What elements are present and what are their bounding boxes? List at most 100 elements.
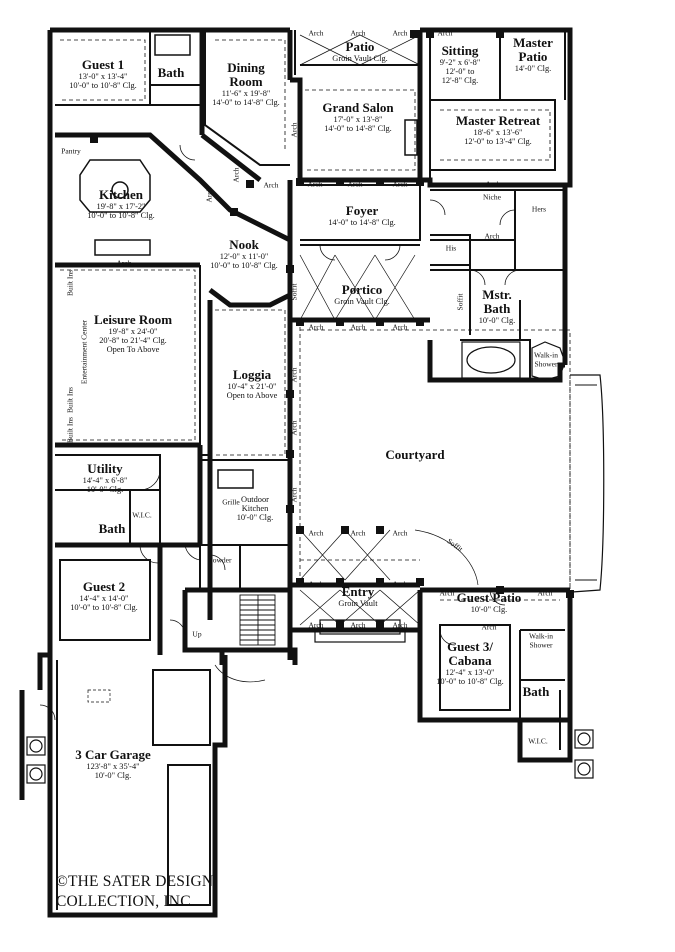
room-dining-name2: Room [229,74,263,90]
label-arch-vertical: Arch [289,122,299,138]
entry-steps [314,619,406,643]
room-nook-clg: 10'-0" to 10'-8" Clg. [210,261,278,271]
ac-units [26,729,594,784]
label-arch: Arch [350,322,366,332]
label-soffit: Soffit [289,283,299,301]
room-patio-note: Groin Vault Clg. [332,54,388,64]
label-arch: Arch [308,28,324,38]
room-foyer: Foyer 14'-0" to 14'-8" Clg. [328,203,396,228]
room-outdoor-kitchen-clg: 10'-0" Clg. [236,513,274,523]
room-dining: Dining Room 11'-6" x 19'-8" 14'-0" to 14… [212,60,280,108]
room-foyer-name: Foyer [345,203,379,218]
room-garage: 3 Car Garage 123'-8" x 35'-4" 10'-0" Clg… [75,747,151,780]
room-grand-salon-clg: 14'-0" to 14'-8" Clg. [324,124,392,134]
garage-storage [87,689,111,703]
label-hers: Hers [531,204,547,214]
label-arch: Arch [485,179,501,189]
copyright-line1: ©THE SATER DESIGN [56,873,214,890]
room-guest3-dim: 12'-4" x 13'-0" [445,668,495,678]
room-bath-mid-name: Bath [98,521,126,536]
room-loggia-name: Loggia [232,367,272,382]
room-entry-name: Entry [341,584,375,599]
room-leisure-note: Open To Above [106,345,160,355]
room-dining-clg: 14'-0" to 14'-8" Clg. [212,98,280,108]
copyright: ©THE SATER DESIGN COLLECTION, INC. [56,872,213,912]
room-guest-patio-name: Guest Patio [456,590,522,605]
room-grand-salon: Grand Salon 17'-0" x 13'-8" 14'-0" to 14… [322,100,394,134]
room-master-retreat-clg: 12'-0" to 13'-4" Clg. [464,137,532,147]
room-guest1-clg: 10'-0" to 10'-8" Clg. [69,81,137,91]
room-portico-note: Groin Vault Clg. [334,297,390,307]
room-master-retreat: Master Retreat 18'-6" x 13'-6" 12'-0" to… [455,113,541,147]
room-kitchen-dim: 19'-8" x 17'-2" [96,202,146,212]
room-guest2-name: Guest 2 [82,579,126,594]
room-sitting-clg: 12'-0" to [445,67,475,77]
room-utility: Utility 14'-4" x 6'-8" 10'-0" Clg. [83,461,128,494]
room-guest3: Guest 3/ Cabana 12'-4" x 13'-0" 10'-0" t… [436,639,504,686]
label-wic-mid: W.I.C. [132,510,152,520]
room-bath-guest1-name: Bath [157,65,185,80]
room-sitting-name: Sitting [441,43,479,58]
label-arch-vertical: Arch [204,187,214,203]
label-arch: Arch [481,622,497,632]
label-arch: Arch [350,620,366,630]
copyright-line2: COLLECTION, INC. [56,893,195,911]
room-master-retreat-dim: 18'-6" x 13'-6" [473,128,523,138]
room-guest1: Guest 1 13'-0" x 13'-4" 10'-0" to 10'-8"… [69,57,137,91]
room-leisure-dim: 19'-8" x 24'-0" [108,327,158,337]
room-kitchen-clg: 10'-0" to 10'-8" Clg. [87,211,155,221]
room-outdoor-kitchen-name: Outdoor [241,495,269,504]
room-sitting-clg2: 12'-8" Clg. [441,76,479,86]
room-leisure-name: Leisure Room [93,312,173,327]
stair [239,594,276,646]
label-built-ins: Built Ins [65,386,75,414]
room-master-retreat-name: Master Retreat [455,113,541,128]
label-pantry: Pantry [61,146,81,156]
room-grand-salon-name: Grand Salon [322,100,394,115]
label-arch: Arch [350,28,366,38]
label-arch: Arch [308,579,324,589]
room-guest-patio: Guest Patio 10'-0" Clg. [456,590,522,615]
label-arch: Arch [484,231,500,241]
room-courtyard-name: Courtyard [385,447,445,462]
room-master-patio: Master Patio 14'-0" Clg. [513,35,553,73]
room-patio: Patio Groin Vault Clg. [332,39,388,64]
columns [90,30,574,628]
label-up: Up [192,629,202,639]
room-dining-name: Dining [227,60,265,75]
master-tub [461,341,521,379]
room-utility-name: Utility [87,461,123,476]
label-arch: Arch [308,620,324,630]
room-master-patio-name2: Patio [518,49,548,65]
room-sitting-dim: 9'-2" x 6'-8" [439,58,481,68]
room-outdoor-kitchen-name2: Kitchen [241,504,269,514]
room-master-patio-name: Master [513,35,553,50]
label-walk-in-shower-master-2: Shower [534,359,558,369]
room-kitchen-name: Kitchen [98,187,144,202]
label-arch: Arch [347,179,363,189]
room-mstr-bath: Mstr. Bath 10'-0" Clg. [479,287,516,325]
label-arch: Arch [437,28,453,38]
label-arch-vertical: Arch [289,367,299,383]
label-arch-vertical: Arch [289,487,299,503]
room-portico: Portico Groin Vault Clg. [334,282,390,307]
room-nook: Nook 12'-0" x 11'-0" 10'-0" to 10'-8" Cl… [210,237,278,271]
label-arch: Arch [392,528,408,538]
room-entry-note: Groin Vault [338,599,378,609]
room-grand-salon-dim: 17'-0" x 13'-8" [333,115,383,125]
label-arch-vertical: Arch [289,420,299,436]
door-swings [39,144,521,721]
room-portico-name: Portico [341,282,383,297]
room-guest1-name: Guest 1 [81,57,125,72]
room-mstr-bath-name2: Bath [483,301,511,317]
dashed-overhead-lines [60,39,571,601]
label-built-ins: Built Ins [65,416,75,444]
room-guest3-name2: Cabana [448,653,492,669]
label-built-ins: Built Ins [65,269,75,297]
room-bath-guest3-name: Bath [522,684,550,699]
room-guest-patio-clg: 10'-0" Clg. [470,605,508,615]
room-foyer-clg: 14'-0" to 14'-8" Clg. [328,218,396,228]
label-arch: Arch [308,322,324,332]
groin-vault-lines [214,34,479,683]
